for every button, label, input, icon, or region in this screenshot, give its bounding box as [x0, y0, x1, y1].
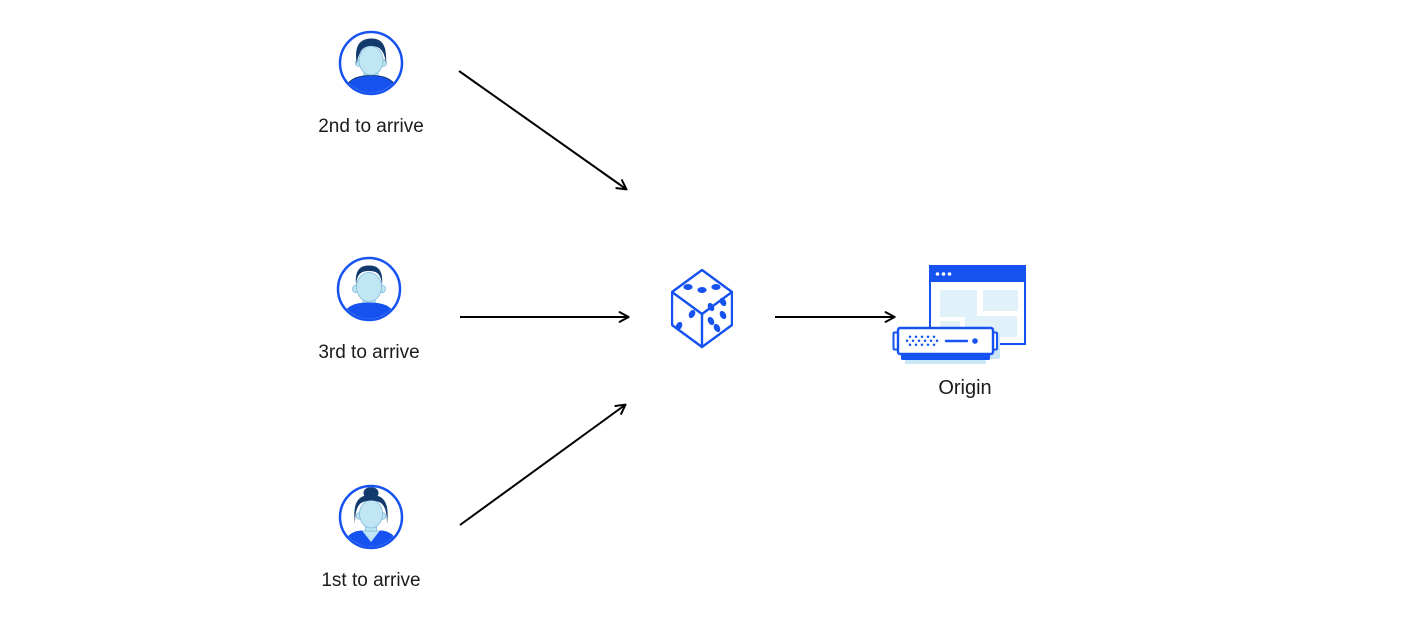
client-label: 1st to arrive: [321, 570, 421, 591]
client-node-1st: 1st to arrive: [281, 484, 461, 590]
dice-icon: [671, 269, 733, 349]
client-label: 3rd to arrive: [318, 342, 420, 363]
arrow-client1st-to-dice: [459, 403, 627, 526]
origin-label: Origin: [938, 377, 992, 399]
client-node-2nd: 2nd to arrive: [281, 30, 461, 136]
client-node-3rd: 3rd to arrive: [279, 256, 459, 362]
origin-node: Origin: [890, 258, 1040, 398]
client-label: 2nd to arrive: [318, 116, 424, 137]
user-avatar-icon: [336, 256, 402, 322]
arrow-client2nd-to-dice: [458, 70, 628, 191]
user-avatar-icon: [338, 30, 404, 96]
user-avatar-icon: [338, 484, 404, 550]
origin-server-icon: [892, 265, 1026, 364]
random-selector-node: [671, 269, 733, 349]
